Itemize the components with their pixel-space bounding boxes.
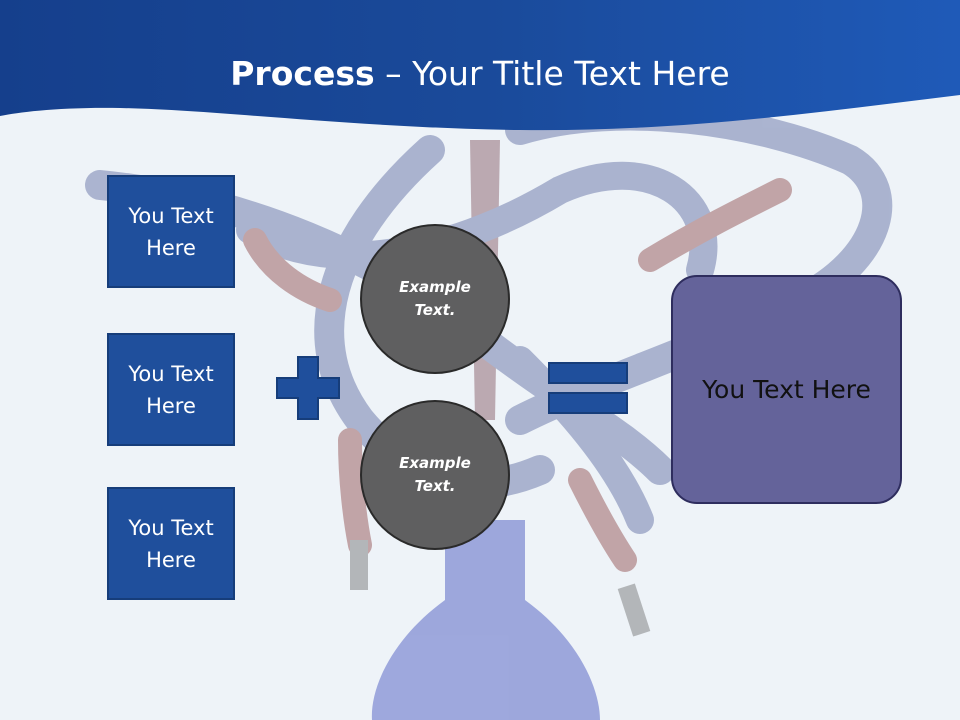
- circle-label: Example Text.: [399, 454, 471, 495]
- plus-icon: [276, 356, 340, 420]
- equals-icon: [548, 362, 628, 414]
- text-box-1[interactable]: You Text Here: [107, 175, 235, 288]
- example-circle-1[interactable]: Example Text.: [360, 224, 510, 374]
- text-box-label: You Text Here: [128, 203, 214, 260]
- header-band: [0, 0, 960, 131]
- circle-label: Example Text.: [399, 278, 471, 319]
- text-box-3[interactable]: You Text Here: [107, 487, 235, 600]
- title-rest: – Your Title Text Here: [374, 54, 730, 93]
- title-bold: Process: [230, 54, 375, 93]
- text-box-2[interactable]: You Text Here: [107, 333, 235, 446]
- text-box-label: You Text Here: [128, 361, 214, 418]
- result-label: You Text Here: [702, 375, 871, 404]
- example-circle-2[interactable]: Example Text.: [360, 400, 510, 550]
- page-title: Process – Your Title Text Here: [0, 52, 960, 96]
- result-box[interactable]: You Text Here: [671, 275, 902, 504]
- text-box-label: You Text Here: [128, 515, 214, 572]
